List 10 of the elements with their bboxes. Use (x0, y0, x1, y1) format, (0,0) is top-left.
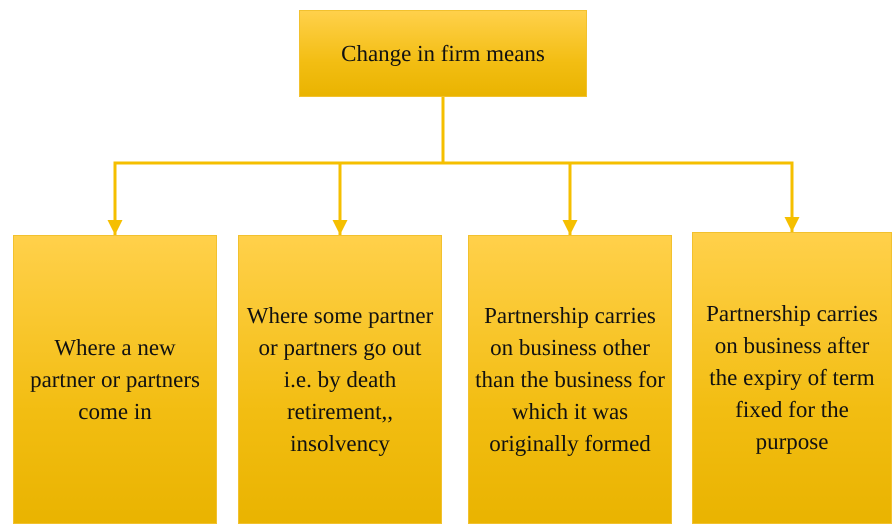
node-text: Partnership carries on business after the expiry of term fixed for the purpose (705, 300, 879, 456)
category-box (13, 235, 217, 524)
category-box (238, 235, 442, 524)
node-text: Where a new partner or partners come in (29, 334, 201, 426)
node-text: Change in firm means (340, 40, 546, 68)
node-text: Partnership carries on business other than the business for which it was originally formed (474, 302, 666, 458)
root-box (299, 10, 587, 97)
node-text: Where some partner or partners go out i.e. by death retirement,, insolvency (246, 302, 434, 458)
category-box (692, 232, 892, 524)
category-box (468, 235, 672, 524)
